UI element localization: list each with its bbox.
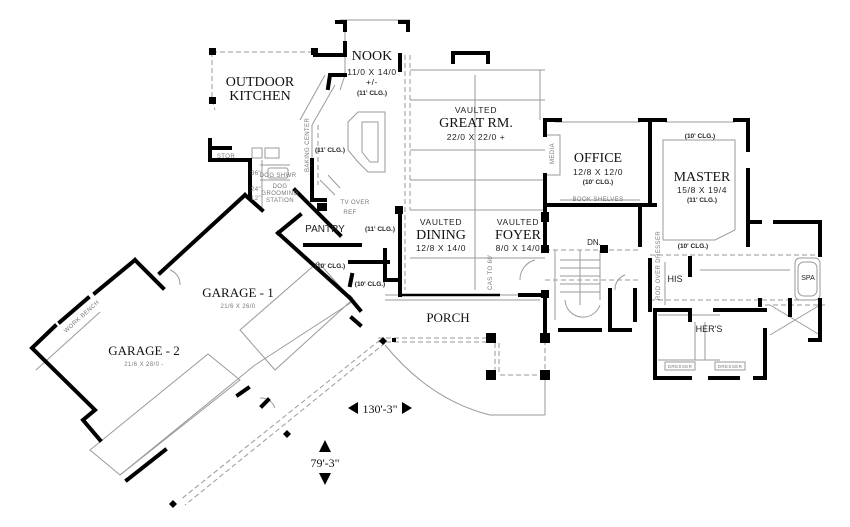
dog-grooming-label-3: STATION <box>266 198 294 204</box>
dresser-2-label: DRESSER <box>718 364 743 369</box>
dog-shower-width: 36" <box>251 171 261 177</box>
dresser-1-label: DRESSER <box>668 364 693 369</box>
tv-over-label: TV OVER <box>340 200 369 206</box>
baking-center-label: BAKING CENTER <box>305 118 311 172</box>
kitchen-ceiling: (11' CLG.) <box>315 147 345 154</box>
nook-ceiling: (11' CLG.) <box>357 90 387 97</box>
room-labels: OUTDOOR KITCHEN NOOK 11/0 X 14/0 +/- (11… <box>63 49 815 369</box>
nook-dims: 11/0 X 14/0 <box>347 67 396 77</box>
arrow-up-icon <box>319 440 331 452</box>
arrow-right-icon <box>402 402 412 414</box>
pantry-label: PANTRY <box>305 224 345 235</box>
his-closet-label: HIS <box>667 274 682 284</box>
foyer-dims: 8/0 X 14/0 <box>496 243 541 253</box>
office-dims: 12/8 X 12/0 <box>573 167 623 177</box>
dining-prefix: VAULTED <box>420 217 462 227</box>
overall-width: 130'-3" <box>362 402 397 416</box>
pantry-ceiling: (11' CLG.) <box>365 226 395 233</box>
great-room-dims: 22/0 X 22/0 + <box>447 132 506 142</box>
dog-shower-label: DOG SHWR <box>260 173 297 179</box>
arrow-down-icon <box>319 473 331 485</box>
dog-grooming-label-1: DOG <box>273 184 288 190</box>
great-room-prefix: VAULTED <box>455 105 497 115</box>
guide-lines <box>35 19 825 506</box>
spa-label: SPA <box>801 275 815 282</box>
ref-label: REF <box>343 210 356 216</box>
stor-label: STOR <box>217 154 235 160</box>
foyer-label: FOYER <box>495 228 542 243</box>
foyer-prefix: VAULTED <box>497 217 539 227</box>
cas-label: CAS TO 60' <box>488 254 494 290</box>
garage-2-label: GARAGE - 2 <box>108 343 180 358</box>
master-ceiling: (11' CLG.) <box>687 197 717 204</box>
overall-depth: 79'-3" <box>310 456 339 470</box>
overall-dimensions: 130'-3" 79'-3" <box>310 402 412 485</box>
outdoor-kitchen-label-1: OUTDOOR <box>226 75 295 90</box>
garage-1-dims: 21/6 X 26/0 <box>220 304 255 310</box>
media-label: MEDIA <box>550 143 556 164</box>
office-ceiling: (10' CLG.) <box>583 179 613 186</box>
arrow-left-icon <box>348 402 358 414</box>
dog-grooming-width-1: 24" <box>251 187 261 193</box>
stair-down-label: DN. <box>587 238 601 247</box>
nook-dims-extra: +/- <box>366 77 378 87</box>
master-ceiling-bottom: (10' CLG.) <box>678 243 708 250</box>
powder-ceiling: (10' CLG.) <box>315 263 345 270</box>
dining-label: DINING <box>416 228 466 243</box>
master-dims: 15/8 X 19/4 <box>677 185 727 195</box>
master-label: MASTER <box>674 170 731 185</box>
outdoor-kitchen-label-2: KITCHEN <box>229 89 290 104</box>
great-room-label: GREAT RM. <box>439 116 513 131</box>
book-shelves-label: BOOK SHELVES <box>572 197 623 203</box>
garage-2-dims: 21/6 X 28/0 - <box>124 362 164 368</box>
mud-ceiling: (10' CLG.) <box>355 281 385 288</box>
rod-over-dresser-label: ROD OVER DRESSER <box>656 231 662 300</box>
dining-dims: 12/8 X 14/0 <box>416 243 466 253</box>
porch-label: PORCH <box>426 310 469 325</box>
office-label: OFFICE <box>574 151 622 166</box>
stair-treads <box>545 249 640 320</box>
garage-1-label: GARAGE - 1 <box>202 285 274 300</box>
posts <box>169 48 608 508</box>
nook-label: NOOK <box>352 49 392 64</box>
dog-grooming-label-2: GROOMING <box>261 191 298 197</box>
dog-grooming-width-2: 12" <box>251 196 261 202</box>
hers-closet-label: HER'S <box>696 324 723 334</box>
master-ceiling-top: (10' CLG.) <box>685 133 715 140</box>
walls <box>29 20 822 483</box>
